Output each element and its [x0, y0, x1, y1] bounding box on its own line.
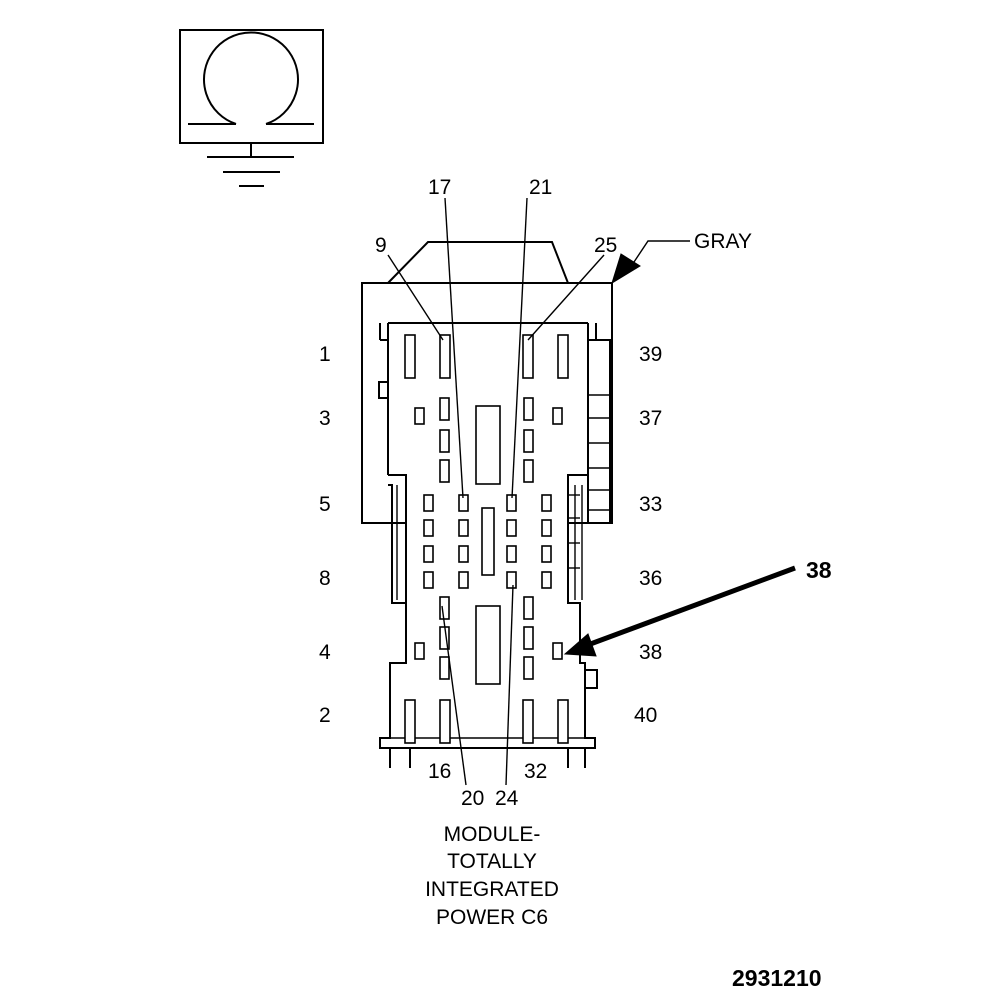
callout-label: 38: [806, 557, 832, 583]
center-slot-middle: [481, 507, 495, 576]
cavity-39: [557, 334, 569, 379]
pin-label-top: 17: [428, 176, 451, 199]
pin-label-right: 37: [639, 407, 662, 430]
pin-label-left: 3: [319, 407, 331, 430]
omega-ground-icon: [179, 29, 324, 187]
connector-body: [361, 241, 613, 768]
cavity-25: [522, 334, 534, 379]
pin-label-top: 9: [375, 234, 387, 257]
pin-label-right: 40: [634, 704, 657, 727]
pin-label-top: 25: [594, 234, 617, 257]
cavity-9: [439, 334, 451, 379]
pin-label-left: 4: [319, 641, 331, 664]
pin-label-bottom: 32: [524, 760, 547, 783]
pin-label-left: 1: [319, 343, 331, 366]
pin-label-bottom: 16: [428, 760, 451, 783]
pin-label-left: 2: [319, 704, 331, 727]
leader-lines: [387, 197, 796, 786]
cavity-38: [552, 642, 563, 660]
pin-label-right: 39: [639, 343, 662, 366]
title-line: MODULE-: [444, 823, 541, 846]
cavity-1: [404, 334, 416, 379]
connector-color-label: GRAY: [694, 230, 752, 253]
pin-label-bottom: 20: [461, 787, 484, 810]
bottom-pin-labels: 16 32 20 24: [428, 760, 547, 810]
terminal-cavities: [404, 334, 569, 744]
pin-label-right: 36: [639, 567, 662, 590]
connector-title: MODULE- TOTALLY INTEGRATED POWER C6: [425, 823, 559, 929]
center-slot-lower: [475, 605, 501, 685]
title-line: INTEGRATED: [425, 878, 559, 901]
center-slot-upper: [475, 405, 501, 485]
left-pin-labels: 1 3 5 8 4 2: [319, 343, 331, 727]
right-pin-labels: 39 37 33 36 38 40: [634, 343, 662, 727]
pin-label-right: 33: [639, 493, 662, 516]
figure-id: 2931210: [732, 965, 822, 991]
top-pin-labels: 9 17 21 25: [375, 176, 617, 257]
pin-label-left: 8: [319, 567, 331, 590]
pin-label-left: 5: [319, 493, 331, 516]
title-line: POWER C6: [436, 906, 548, 929]
pin-label-right: 38: [639, 641, 662, 664]
title-line: TOTALLY: [447, 850, 537, 873]
pin-label-bottom: 24: [495, 787, 519, 810]
pin-label-top: 21: [529, 176, 552, 199]
